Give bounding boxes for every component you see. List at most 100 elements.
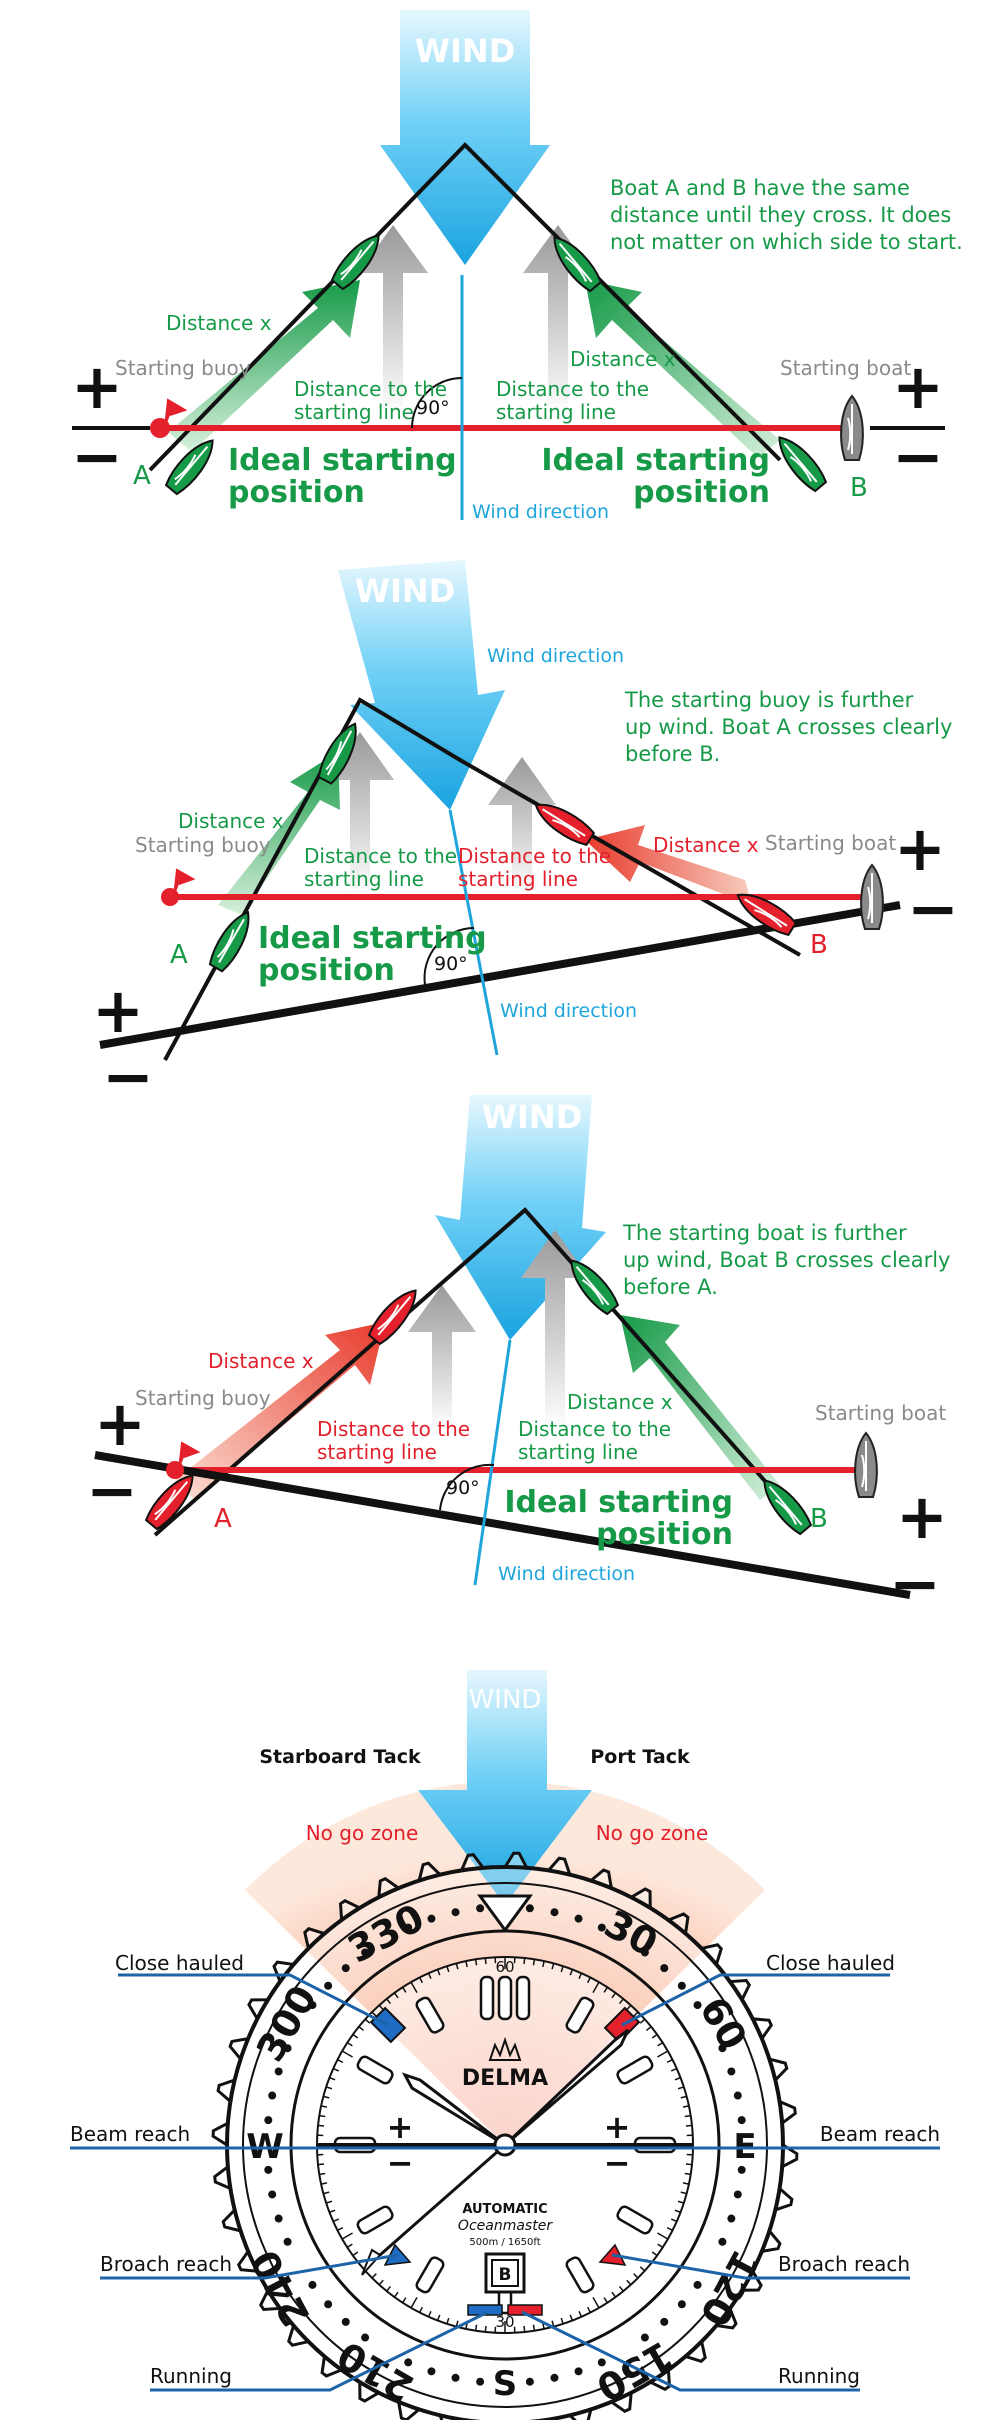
minute-tick [542,1960,545,1968]
bezel-dot [525,1904,534,1913]
close-hauled-label: Close hauled [115,1951,244,1975]
bezel-dot [693,2001,702,2010]
bezel-dot [660,2317,669,2326]
bezel-dot [324,2300,333,2309]
minute-tick [592,2297,600,2309]
minus-sign-icon: − [71,420,123,493]
plus-sign-icon: + [896,1480,948,1553]
bezel-dot [404,2358,413,2367]
boat-icon [205,905,259,975]
panel-note: not matter on which side to start. [610,230,963,254]
no-go-zone-label: No go zone [596,1821,709,1845]
minute-tick [455,1963,459,1970]
minute-tick [639,2266,646,2272]
hour-marker [415,2256,445,2294]
ideal-position-label: Ideal starting [541,443,770,478]
bezel-dot [361,1948,370,1957]
bezel-dot [274,2067,283,2076]
minute-tick [337,2058,344,2064]
minute-tick [346,2041,353,2047]
minute-tick [329,2209,336,2214]
perpendicular-line [94,1451,911,1599]
ideal-position-label: Ideal starting [504,1485,733,1520]
minute-tick [325,2086,333,2090]
minute-tick [393,1992,399,1999]
wind-label: WIND [482,1098,583,1136]
panel-note: before B. [625,742,720,766]
plus-sign-icon: + [892,350,944,423]
plus-sign-icon: + [387,2108,414,2146]
wind-direction-line [473,1339,512,1586]
model-label: Oceanmaster [458,2218,553,2234]
course-arrow-a [175,1322,385,1500]
minute-tick [446,1965,450,1973]
wind-direction-label: Wind direction [498,1563,635,1585]
minute-tick [317,2124,325,2127]
bezel-dot [451,2373,460,2382]
bezel-dot [341,2317,350,2326]
tack-lines [153,1207,797,1537]
right-angle-arc [411,377,463,429]
bezel-dot [677,2300,686,2309]
minute-tick [325,2200,333,2204]
bezel-dot [404,1923,413,1932]
minute-tick [685,2163,693,2166]
minute-tick [603,1986,609,1993]
minute-tick [670,2218,678,2223]
wind-direction-label: Wind direction [472,501,609,523]
beam-reach-label: Beam reach [820,2122,940,2146]
hour-marker [356,2205,394,2235]
bezel-dot [274,2214,283,2223]
minute-tick [332,2218,340,2223]
bezel-dot [660,1964,669,1973]
minute-tick [427,2310,432,2318]
bezel-dot [268,2190,277,2199]
hour-marker [497,1975,513,2021]
buoy-flag-icon [150,398,188,438]
bezel-dot [718,2044,727,2053]
minute-tick [685,2124,693,2127]
minute-tick [371,2273,377,2279]
minute-tick [352,2033,359,2039]
minute-tick [633,2011,639,2017]
distance-arrow-left [326,732,394,895]
minute-tick [532,1959,536,1966]
hour-markers [333,1975,677,2315]
right-angle-arc [439,1463,495,1511]
bezel-dot [361,2333,370,2342]
bezel-dot [727,2067,736,2076]
tack-lines [148,142,782,472]
minute-tick [560,2317,564,2325]
hour-marker [356,2055,394,2085]
minute-tick [618,1998,624,2005]
bezel-dot [550,2373,559,2382]
boat-icon [755,1472,815,1538]
minute-tick [618,2285,624,2292]
plus-sign-icon: + [94,1387,146,1460]
boat-b-label: B [850,473,868,503]
distance-line-label: Distance to the [458,844,611,868]
minute-tick [410,1981,418,1993]
bezel-dot [324,1981,333,1990]
hour-marker [616,2205,654,2235]
bezel-dot [451,1908,460,1917]
angle-label: 90° [434,953,468,975]
minute-tick [551,1963,555,1970]
minute-tick [323,2095,330,2099]
minute-tick [319,2114,326,2118]
wind-direction-label: Wind direction [487,645,624,667]
minute-tick [532,2324,536,2331]
broach-reach-label: Broach reach [100,2252,232,2276]
panel-note: distance until they cross. It does [610,203,951,227]
starting-buoy-label: Starting buoy [115,356,251,380]
bezel-dot [525,2377,534,2386]
bezel-dot [427,2367,436,2376]
minute-tick [386,1998,392,2005]
bezel-dot [597,1923,606,1932]
distance-x-label: Distance x [653,833,759,857]
minute-tick [352,2251,359,2257]
distance-line-label: Distance to the [518,1417,671,1441]
perpendicular-line [99,901,901,1049]
logo-letter: B [499,2265,512,2285]
boat-b-label: B [810,1504,828,1534]
